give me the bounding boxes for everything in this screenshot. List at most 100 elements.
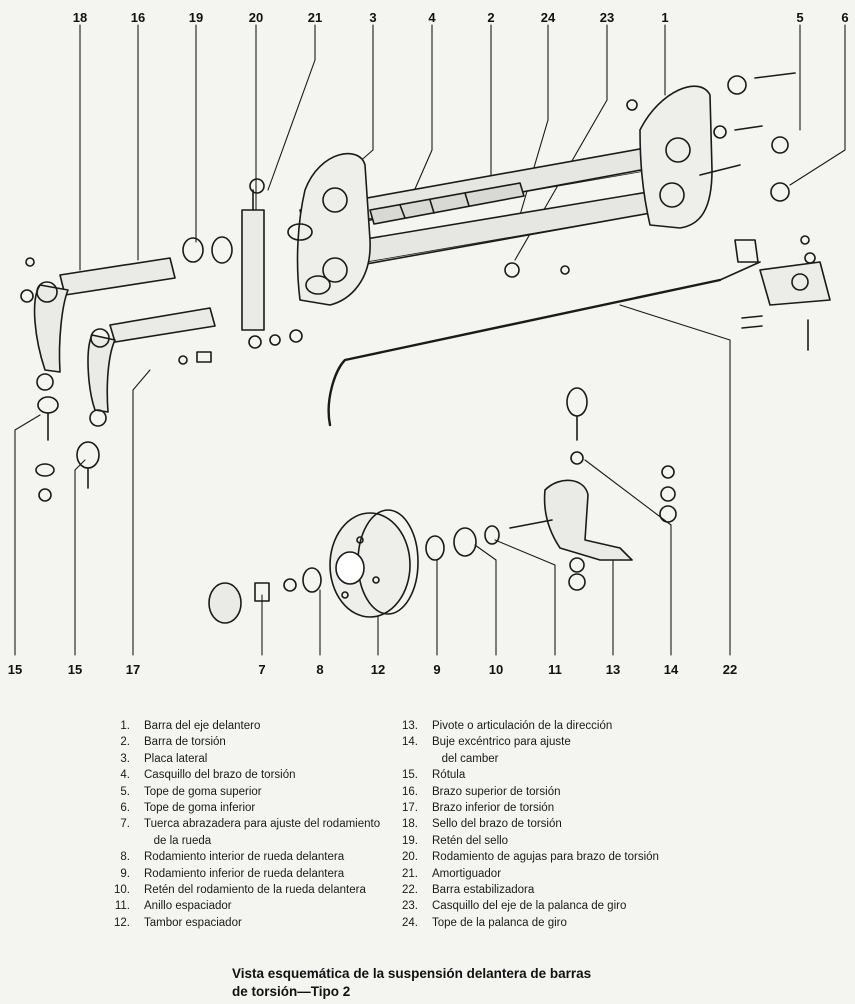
- legend-number: 7.: [120, 818, 130, 831]
- caption-line-2: de torsión—Tipo 2: [232, 984, 351, 999]
- legend-text: Brazo superior de torsión: [432, 785, 561, 798]
- legend-text: Buje excéntrico para ajuste: [432, 736, 571, 749]
- legend-left: 1.Barra del eje delantero 2. Barra de tors…: [100, 718, 380, 931]
- legend-number: 9.: [120, 867, 130, 880]
- bottom-leader-lines: [14, 304, 731, 656]
- legend-number: 20.: [402, 851, 418, 864]
- legend-number: 11.: [114, 900, 130, 913]
- legend-item: 2. Barra de torsión: [100, 734, 380, 750]
- legend-item: 22.Barra estabilizadora: [388, 882, 659, 898]
- legend-number: 16.: [402, 785, 418, 798]
- legend-text: Brazo inferior de torsión: [432, 802, 555, 815]
- legend-number: 2.: [120, 736, 130, 749]
- callout-24: 24: [541, 10, 556, 25]
- callout-9: 9: [433, 662, 440, 677]
- legend-item: 19.Retén del sello: [388, 833, 659, 849]
- legend-text: Sello del brazo de torsión: [432, 818, 562, 831]
- callout-10: 10: [489, 662, 503, 677]
- legend-item: 14. Buje excéntrico para ajuste: [388, 734, 659, 750]
- legend-number: 14.: [402, 736, 418, 749]
- legend-text: Anillo espaciador: [144, 900, 232, 913]
- lower-torsion-arm: [87, 307, 216, 427]
- caption-line-1: Vista esquemática de la suspensión delan…: [232, 966, 592, 981]
- top-callout-numbers: 18 16 19 20 21 3 4 2 24 23 1 5 6: [73, 10, 849, 25]
- legend-item: 10. Retén del rodamiento de la rueda dela…: [100, 882, 380, 898]
- legend-number: 15.: [402, 769, 418, 782]
- legend-text: Casquillo del eje de la palanca de giro: [432, 900, 627, 913]
- legend-number: 12.: [114, 916, 130, 929]
- legend-number: 19.: [402, 834, 418, 847]
- legend-text: Tope de goma inferior: [144, 802, 256, 815]
- callout-8: 8: [316, 662, 323, 677]
- legend-number: [100, 833, 144, 849]
- legend-item: 16. Brazo superior de torsión: [388, 784, 659, 800]
- legend-number: 13.: [402, 720, 418, 732]
- legend-number: 5.: [120, 785, 130, 798]
- callout-1: 1: [661, 10, 668, 25]
- callout-14: 14: [664, 662, 679, 677]
- legend-item: de la rueda: [100, 833, 380, 849]
- hub-parts: [208, 525, 500, 624]
- callout-13: 13: [606, 662, 620, 677]
- legend-item: 8.Rodamiento interior de rueda delantera: [100, 849, 380, 865]
- steering-arm-bracket: [734, 239, 831, 351]
- callout-16: 16: [131, 10, 145, 25]
- legend-item: 21.Amortiguador: [388, 866, 659, 882]
- callout-22: 22: [723, 662, 737, 677]
- legend-item: 11. Anillo espaciador: [100, 898, 380, 914]
- legend-text: Barra de torsión: [144, 736, 226, 749]
- ball-joints: [35, 396, 100, 502]
- legend-number: 1.: [120, 720, 130, 732]
- legend-item: del camber: [388, 751, 659, 767]
- legend-item: 15. Rótula: [388, 767, 659, 783]
- legend-item: 9. Rodamiento inferior de rueda delantera: [100, 866, 380, 882]
- callout-19: 19: [189, 10, 203, 25]
- callout-7: 7: [258, 662, 265, 677]
- steering-knuckle: [509, 387, 677, 591]
- stabilizer-bar: [327, 261, 761, 427]
- legend-item: 24. Tope de la palanca de giro: [388, 915, 659, 931]
- legend-text: Pivote o articulación de la dirección: [432, 720, 613, 732]
- legend-number: 23.: [402, 900, 418, 913]
- legend-text: Tope de goma superior: [144, 785, 262, 798]
- legend-text: del camber: [432, 752, 499, 765]
- legend-number: 6.: [120, 802, 130, 815]
- legend-text: de la rueda: [144, 834, 212, 847]
- legend-text: Rodamiento interior de rueda delantera: [144, 851, 345, 864]
- legend-item: 5. Tope de goma superior: [100, 784, 380, 800]
- callout-18: 18: [73, 10, 87, 25]
- callout-15a: 15: [8, 662, 22, 677]
- legend-item: 12. Tambor espaciador: [100, 915, 380, 931]
- legend-text: Amortiguador: [432, 867, 502, 880]
- small-parts: [20, 72, 816, 365]
- legend-text: Rodamiento de agujas para brazo de torsi…: [432, 851, 659, 864]
- legend-number: 10.: [114, 884, 130, 897]
- legend-text: Rodamiento inferior de rueda delantera: [144, 867, 345, 880]
- callout-3: 3: [369, 10, 376, 25]
- brake-drum: [329, 509, 419, 618]
- legend-item: 1.Barra del eje delantero: [100, 718, 380, 734]
- legend-number: 18.: [402, 818, 418, 831]
- legend-item: 4.Casquillo del brazo de torsión: [100, 767, 380, 783]
- legend-text: Placa lateral: [144, 752, 208, 765]
- torsion-bar: [369, 182, 525, 225]
- callout-17: 17: [126, 662, 140, 677]
- legend-text: Tambor espaciador: [144, 916, 242, 929]
- legend-text: Rótula: [432, 769, 466, 782]
- legend-text: Barra estabilizadora: [432, 884, 535, 897]
- callout-4: 4: [428, 10, 436, 25]
- legend-number: 24.: [402, 916, 418, 929]
- legend-text: Tope de la palanca de giro: [432, 916, 567, 929]
- legend-text: Casquillo del brazo de torsión: [144, 769, 296, 782]
- callout-12: 12: [371, 662, 385, 677]
- callout-2: 2: [487, 10, 494, 25]
- legend-number: 17.: [402, 802, 418, 815]
- callout-23: 23: [600, 10, 614, 25]
- callout-20: 20: [249, 10, 263, 25]
- legend-text: Retén del rodamiento de la rueda delante…: [144, 884, 366, 897]
- legend-item: 17. Brazo inferior de torsión: [388, 800, 659, 816]
- callout-21: 21: [308, 10, 322, 25]
- legend-number: 3.: [120, 752, 130, 765]
- legend-item: 3. Placa lateral: [100, 751, 380, 767]
- exploded-suspension-diagram: 18 16 19 20 21 3 4 2 24 23 1 5 6 15 15 1…: [8, 10, 849, 677]
